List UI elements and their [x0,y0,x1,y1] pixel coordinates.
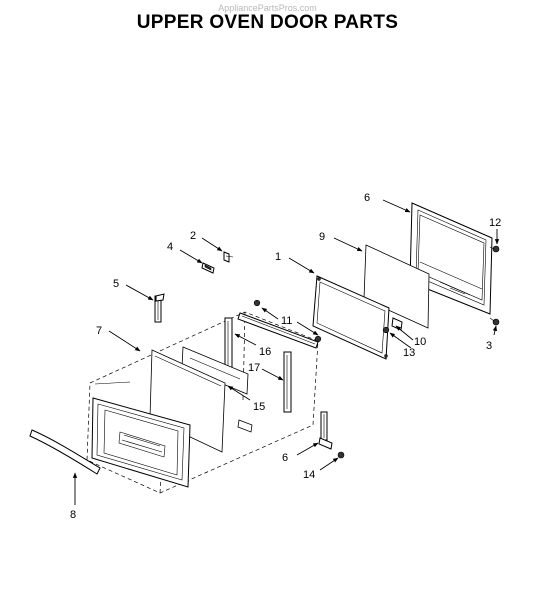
callout-11: 11 [281,315,292,327]
part-screw-12 [382,326,390,334]
callout-5: 6 [364,192,370,204]
part-door-frame [409,202,493,315]
callout-12: 13 [403,347,415,359]
callout-4: 4 [167,241,173,253]
part-trim-11 [237,299,322,349]
callout-17: 17 [248,362,260,374]
part-screw-13 [489,245,500,253]
part-handle-8 [29,429,101,475]
part-handle-end-4 [201,262,215,274]
part-screw-3 [489,317,500,326]
callout-7: 7 [96,325,102,337]
callout-2: 2 [190,230,196,242]
callout-13: 12 [489,217,501,229]
part-channel-17 [283,351,292,413]
callout-15: 15 [253,401,265,413]
part-hinge-lower [318,411,333,450]
page-title: UPPER OVEN DOOR PARTS [136,12,399,33]
callout-1: 1 [275,251,281,263]
part-glass-15 [181,346,253,433]
part-glass-9 [363,244,430,329]
part-inner-panel [312,275,390,360]
callout-16: 16 [259,346,271,358]
callout-8: 8 [70,509,76,521]
callout-6-lower: 6 [282,452,288,464]
callout-6-upper: 5 [113,278,119,290]
callout-10: 10 [414,336,426,348]
callout-14: 14 [303,469,315,481]
part-screw-14 [337,451,345,459]
callout-3: 3 [486,340,492,352]
part-bracket-10 [391,317,403,331]
part-clip-2 [223,251,234,263]
leader-lines [72,199,500,505]
watermark: AppliancePartsPros.com [218,3,317,13]
callout-9: 9 [319,231,325,243]
part-outer-door [91,381,191,488]
part-hinge-upper [154,293,165,323]
